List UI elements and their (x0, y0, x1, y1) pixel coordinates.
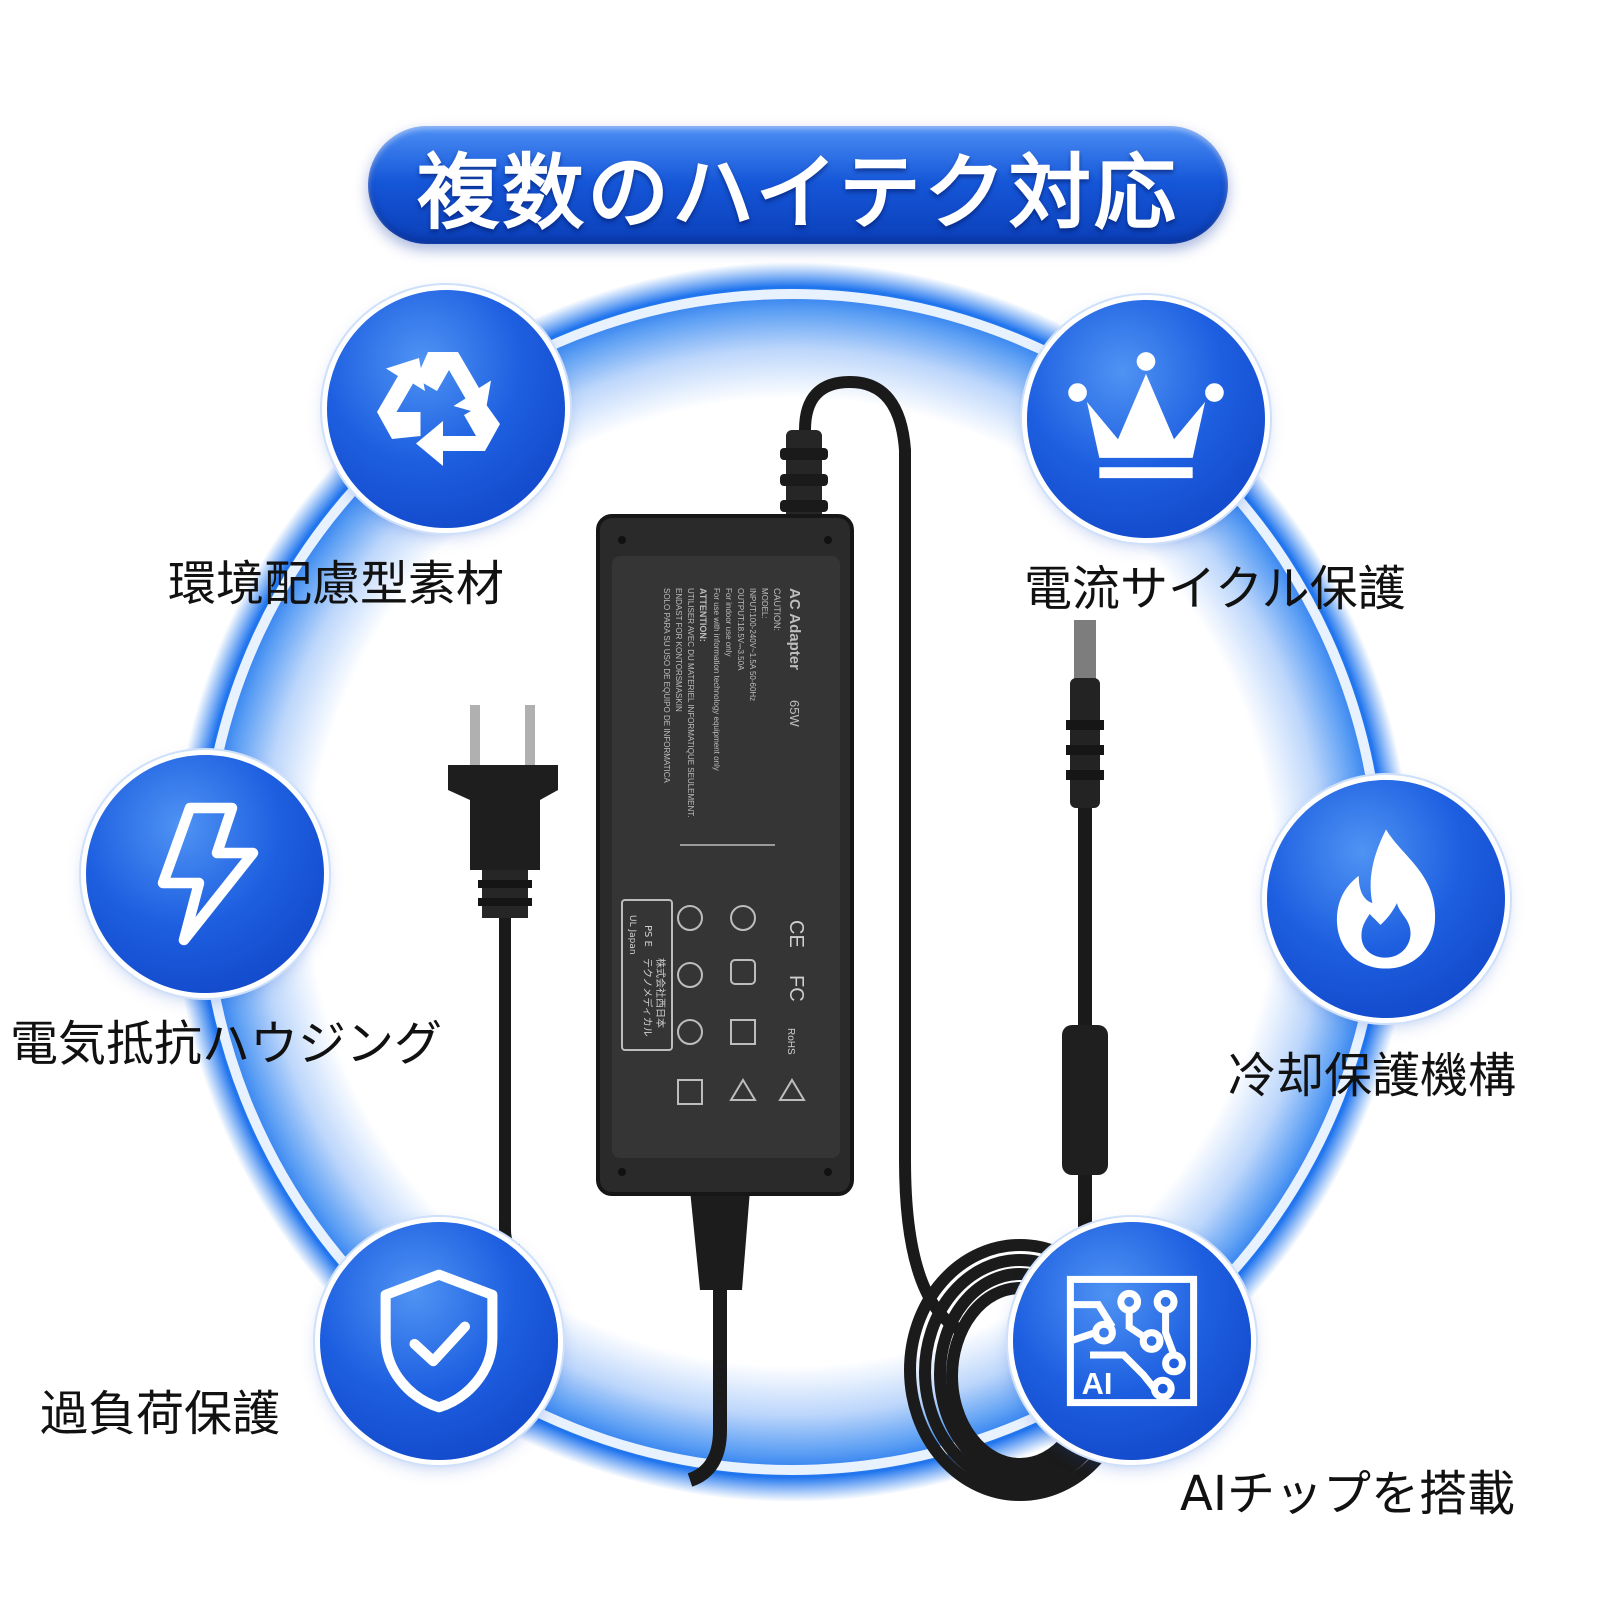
adapter-title: AC Adapter (786, 588, 803, 670)
crown-icon (1068, 352, 1224, 479)
adapter-line: SOLO PARA SU USO DE EQUIPO DE INFORMATIC… (662, 588, 671, 784)
ai-chip-icon-badge: AI (1013, 1222, 1251, 1460)
adapter-line: CAUTION: (772, 588, 782, 631)
rohs-mark: RoHS (785, 1028, 796, 1055)
lightning-icon (157, 802, 259, 946)
feature-label-eco-material: 環境配慮型素材 (168, 556, 505, 612)
adapter-line: ENDAST FOR KONTORSMASKIN (674, 588, 683, 712)
headline-banner: 複数のハイテク対応 (368, 126, 1228, 244)
shield-check-icon (380, 1269, 498, 1413)
fc-mark: FC (785, 975, 807, 1002)
feature-label-current-cycle-protection: 電流サイクル保護 (1024, 561, 1406, 617)
adapter-line: For indoor use only (724, 588, 733, 656)
flame-icon-badge (1267, 780, 1505, 1018)
pse-company-2: テクノメディカル (641, 958, 654, 1037)
feature-label-cooling-protection: 冷却保護機構 (1228, 1048, 1517, 1104)
ul-japan: UL Japan (627, 915, 637, 955)
headline-text: 複数のハイテク対応 (417, 145, 1179, 241)
adapter-line: For use with information technology equi… (712, 588, 721, 771)
adapter-line: MODEL: (760, 588, 769, 619)
lightning-icon-badge (86, 755, 324, 993)
shield-check-icon-badge (320, 1222, 558, 1460)
adapter-line: UTILISER AVEC DU MATERIEL INFORMATIQUE S… (686, 588, 695, 818)
adapter-line: OUTPUT:18.5V⎓3.50A (736, 588, 745, 671)
feature-label-ai-chip: AIチップを搭載 (1180, 1466, 1515, 1522)
svg-text:AI: AI (1082, 1366, 1113, 1401)
pse-company: 株式会社西日本 (654, 958, 667, 1028)
adapter-line: ATTENTION: (698, 588, 708, 642)
flame-icon (1336, 829, 1436, 969)
recycle-icon (377, 352, 500, 466)
feature-label-overload-protection: 過負荷保護 (40, 1386, 281, 1442)
crown-icon-badge (1027, 300, 1265, 538)
recycle-icon-badge (327, 290, 565, 528)
feature-label-electric-resistance-housing: 電気抵抗ハウジング (10, 1016, 443, 1072)
ce-mark: CE (785, 920, 807, 948)
adapter-watt: 65W (787, 700, 802, 727)
pse-mark: PS E (642, 925, 653, 947)
adapter-line: INPUT:100-240V~1.5A 50-60Hz (748, 588, 757, 701)
ai-chip-icon: AI (1066, 1275, 1198, 1407)
